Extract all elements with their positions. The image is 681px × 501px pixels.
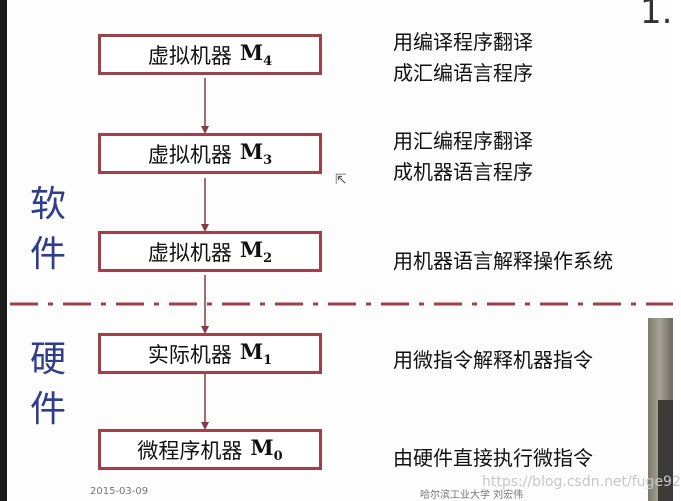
hardware-label-char-1: 硬	[30, 339, 67, 380]
left-edge-bar	[0, 0, 7, 501]
machine-box-m3: 虚拟机器 M3	[98, 133, 322, 174]
mouse-cursor-icon: ⇱	[335, 172, 347, 188]
machine-box-m2: 虚拟机器 M2	[98, 231, 322, 272]
desc-m4: 用编译程序翻译 成汇编语言程序	[393, 27, 533, 89]
machine-symbol: M1	[239, 339, 273, 368]
machine-symbol: M0	[250, 435, 283, 464]
desc-line: 用微指令解释机器指令	[393, 348, 593, 372]
software-label-char-2: 件	[30, 234, 67, 275]
machine-name: 虚拟机器	[147, 43, 232, 68]
hardware-label: 硬 件	[30, 335, 66, 435]
machine-symbol: M2	[239, 237, 273, 266]
desc-line: 用编译程序翻译	[393, 30, 533, 54]
slide-number-fragment: 1.	[640, 0, 673, 32]
desc-m3: 用汇编程序翻译 成机器语言程序	[393, 126, 533, 188]
desc-line: 由硬件直接执行微指令	[393, 446, 593, 470]
presenter-video-shadow	[658, 400, 673, 501]
machine-name: 实际机器	[147, 342, 232, 367]
machine-symbol: M3	[239, 139, 273, 168]
desc-line: 用汇编程序翻译	[393, 129, 533, 153]
software-label: 软 件	[30, 180, 66, 280]
footer-date: 2015-03-09	[90, 486, 149, 497]
desc-m1: 用微指令解释机器指令	[393, 345, 593, 376]
desc-m2: 用机器语言解释操作系统	[393, 246, 613, 277]
machine-symbol: M4	[239, 40, 273, 69]
machine-name: 虚拟机器	[147, 142, 232, 167]
desc-line: 成汇编语言程序	[393, 61, 533, 85]
machine-box-m0: 微程序机器 M0	[98, 429, 322, 470]
watermark: https://blog.csdn.net/fuge92	[482, 474, 681, 490]
machine-name: 微程序机器	[137, 438, 243, 463]
desc-line: 成机器语言程序	[393, 160, 533, 184]
desc-m0: 由硬件直接执行微指令	[393, 443, 593, 474]
machine-box-m4: 虚拟机器 M4	[98, 34, 322, 75]
footer-institution: 哈尔滨工业大学 刘宏伟	[420, 490, 524, 501]
hardware-label-char-2: 件	[30, 389, 67, 430]
machine-name: 虚拟机器	[147, 240, 232, 265]
software-label-char-1: 软	[30, 184, 67, 225]
desc-line: 用机器语言解释操作系统	[393, 249, 613, 273]
machine-box-m1: 实际机器 M1	[98, 333, 322, 374]
